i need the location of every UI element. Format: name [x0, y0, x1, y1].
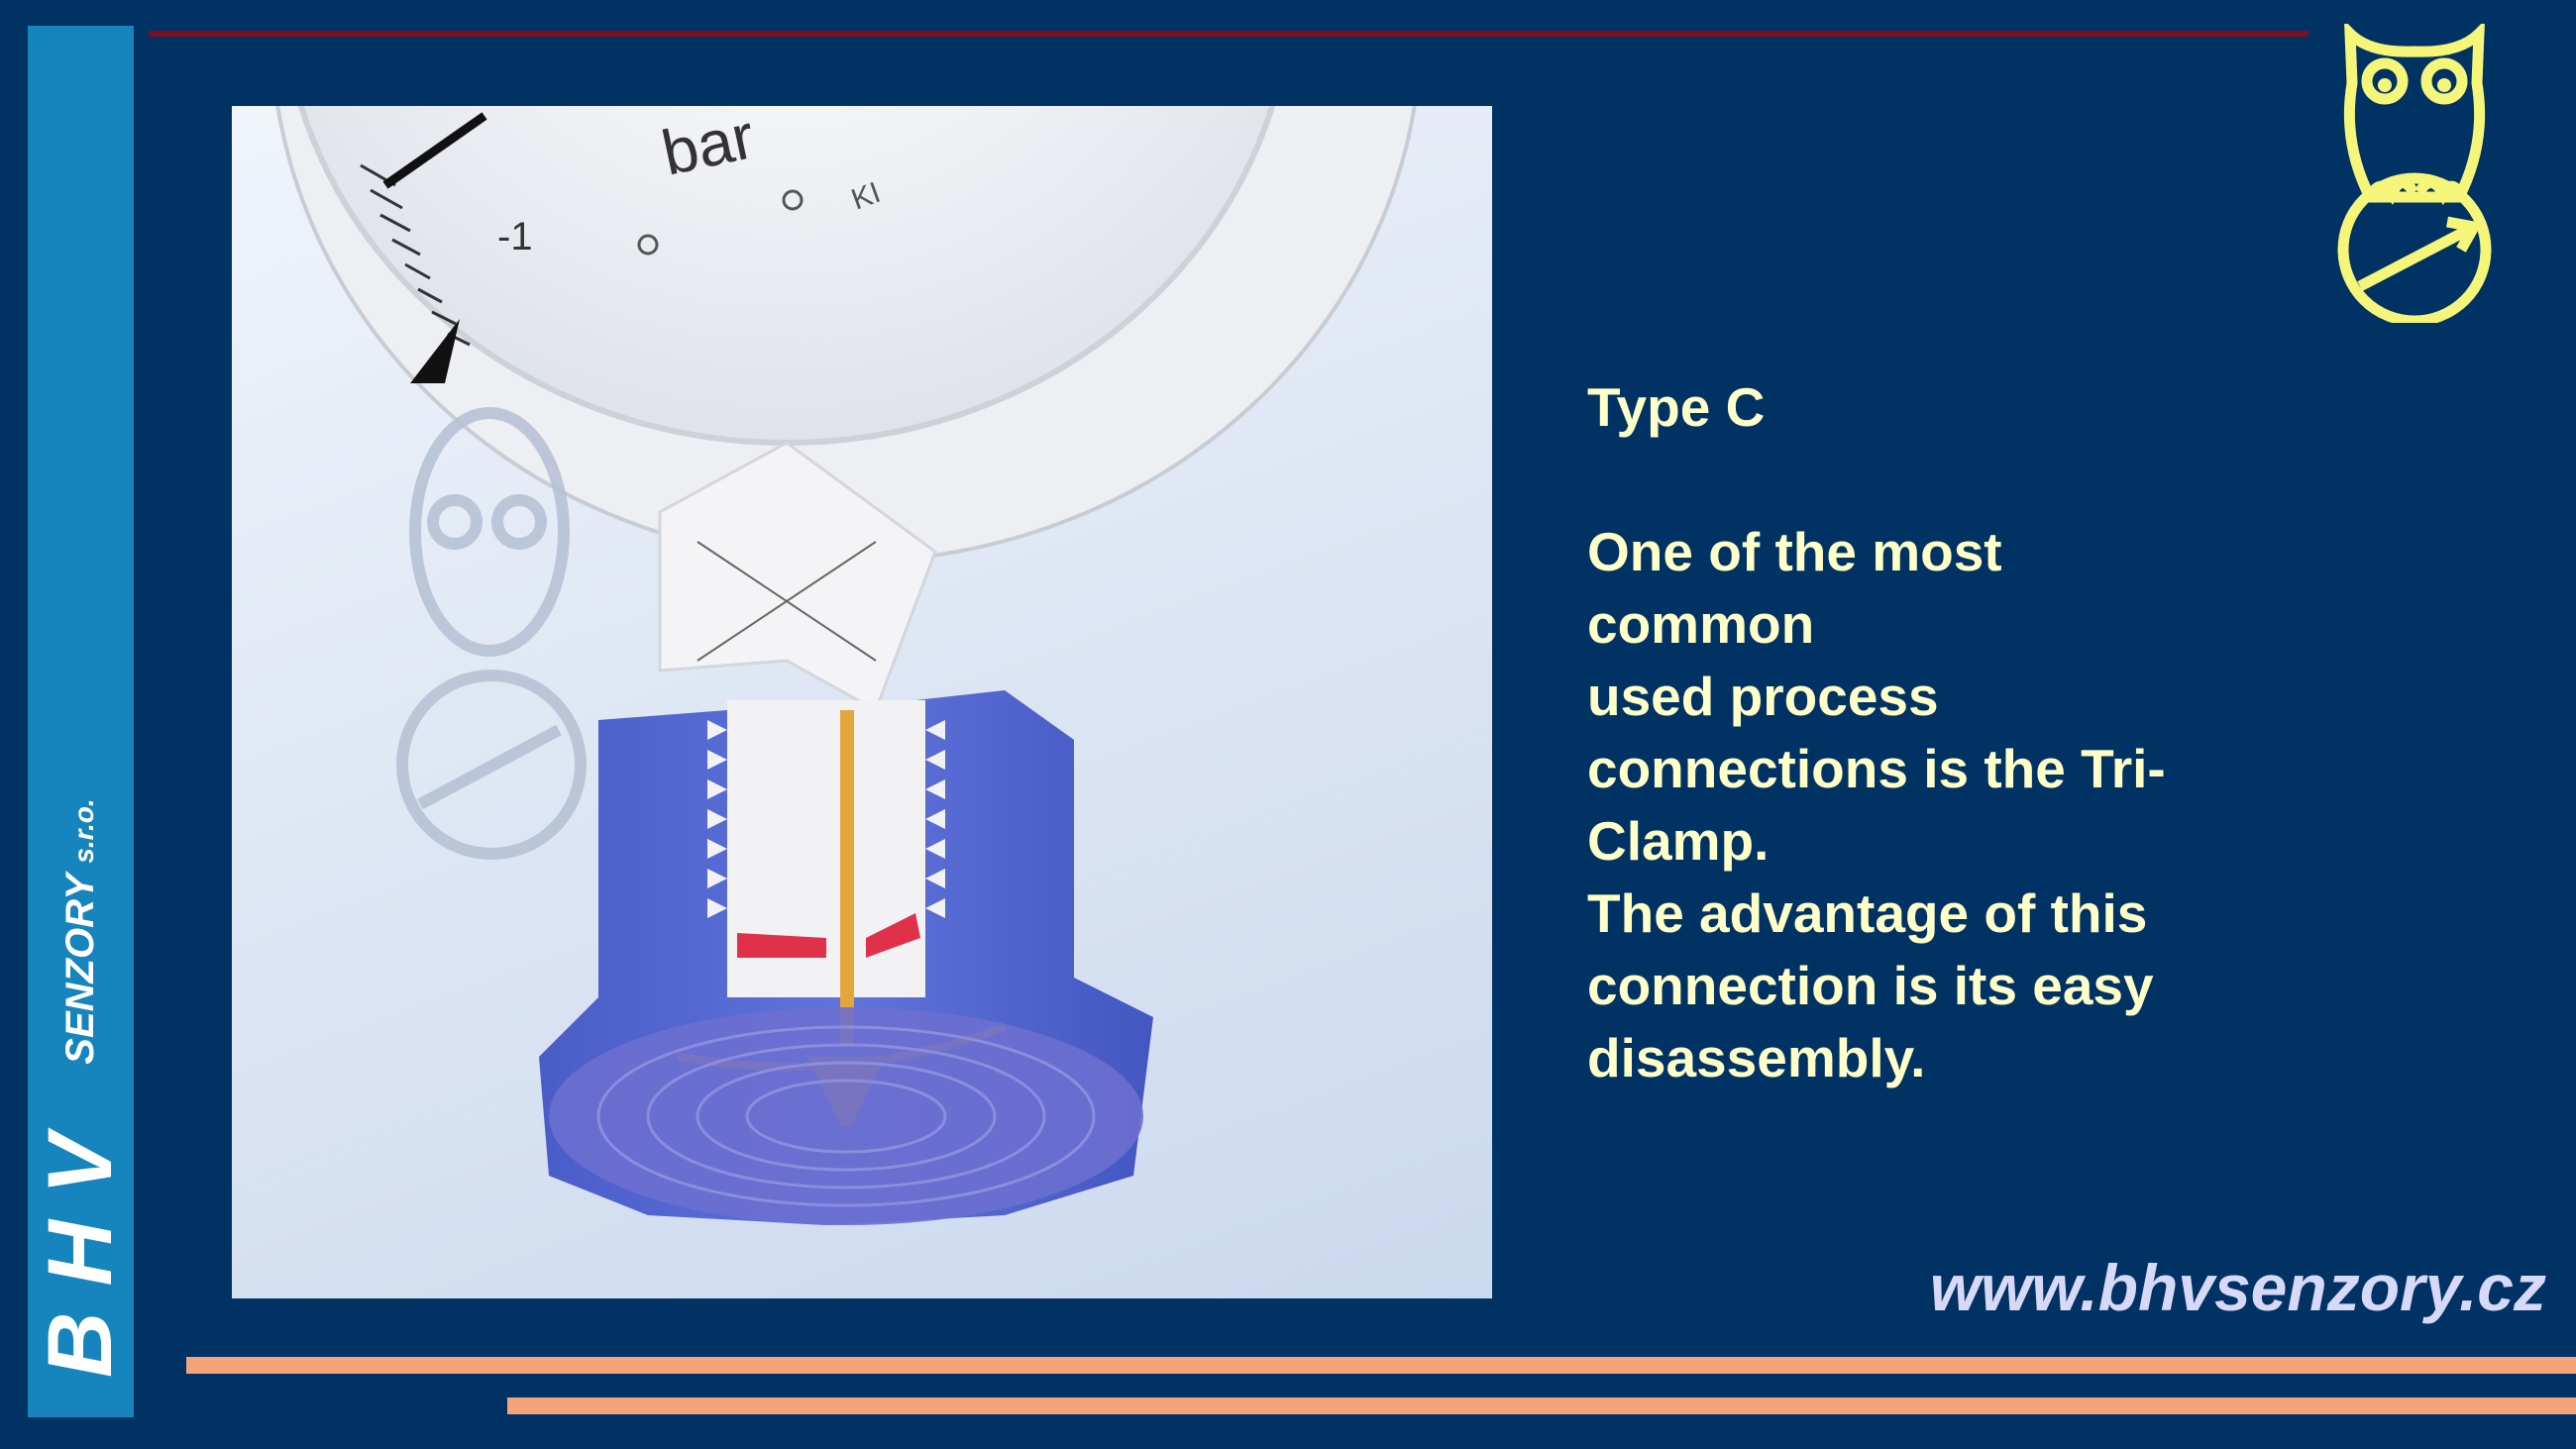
description-title: Type C [1587, 376, 1766, 438]
description-line: Clamp. [1587, 810, 1770, 872]
capillary-tube [840, 710, 854, 1047]
brand-letter-v: V [30, 1125, 131, 1195]
brand-suffix: s.r.o. [68, 798, 99, 864]
website-url[interactable]: www.bhvsenzory.cz [1929, 1251, 2546, 1324]
cutaway-illustration: bar -1 KI [275, 106, 1417, 1225]
thread-teeth [707, 720, 945, 918]
description-line: connections is the Tri- [1587, 738, 2166, 799]
description-line: One of the most [1587, 521, 2002, 582]
brand-name: SENZORY s.r.o. [58, 798, 103, 1064]
seal-right [866, 913, 920, 958]
brand-sidebar: BHV SENZORY s.r.o. [28, 26, 134, 1417]
gauge-dot-2 [782, 189, 804, 211]
brand-letters: BHV [29, 1108, 133, 1378]
accent-bar-upper [186, 1357, 2576, 1374]
description-line: The advantage of this [1587, 882, 2148, 944]
description-line: disassembly. [1587, 1027, 1926, 1088]
owl-with-gauge-icon [2337, 24, 2492, 323]
description-line: used process [1587, 666, 1939, 727]
accent-bar-lower [507, 1397, 2576, 1414]
diaphragm-rings [596, 1025, 1096, 1207]
top-divider-line [149, 31, 2308, 37]
description-text-block: Type C One of the most common used proce… [1587, 371, 2261, 1094]
description-line: common [1587, 593, 1815, 655]
brand-name-text: SENZORY [58, 874, 102, 1065]
tri-clamp-cutaway-image: bar -1 KI [232, 106, 1492, 1298]
gauge-dot-1 [637, 234, 659, 256]
gauge-needle [382, 112, 487, 189]
owl-watermark-icon [396, 407, 587, 860]
brand-letter-h: H [30, 1212, 131, 1287]
seal-left [737, 933, 826, 958]
gauge-tick-label: -1 [497, 215, 533, 259]
gauge-pointer [410, 319, 460, 383]
diaphragm-face [549, 1007, 1143, 1225]
brand-sidebar-text: BHV SENZORY s.r.o. [28, 26, 134, 1417]
stem-edge-2 [697, 541, 877, 662]
brand-letter-b: B [30, 1303, 131, 1378]
description-line: connection is its easy [1587, 955, 2154, 1016]
